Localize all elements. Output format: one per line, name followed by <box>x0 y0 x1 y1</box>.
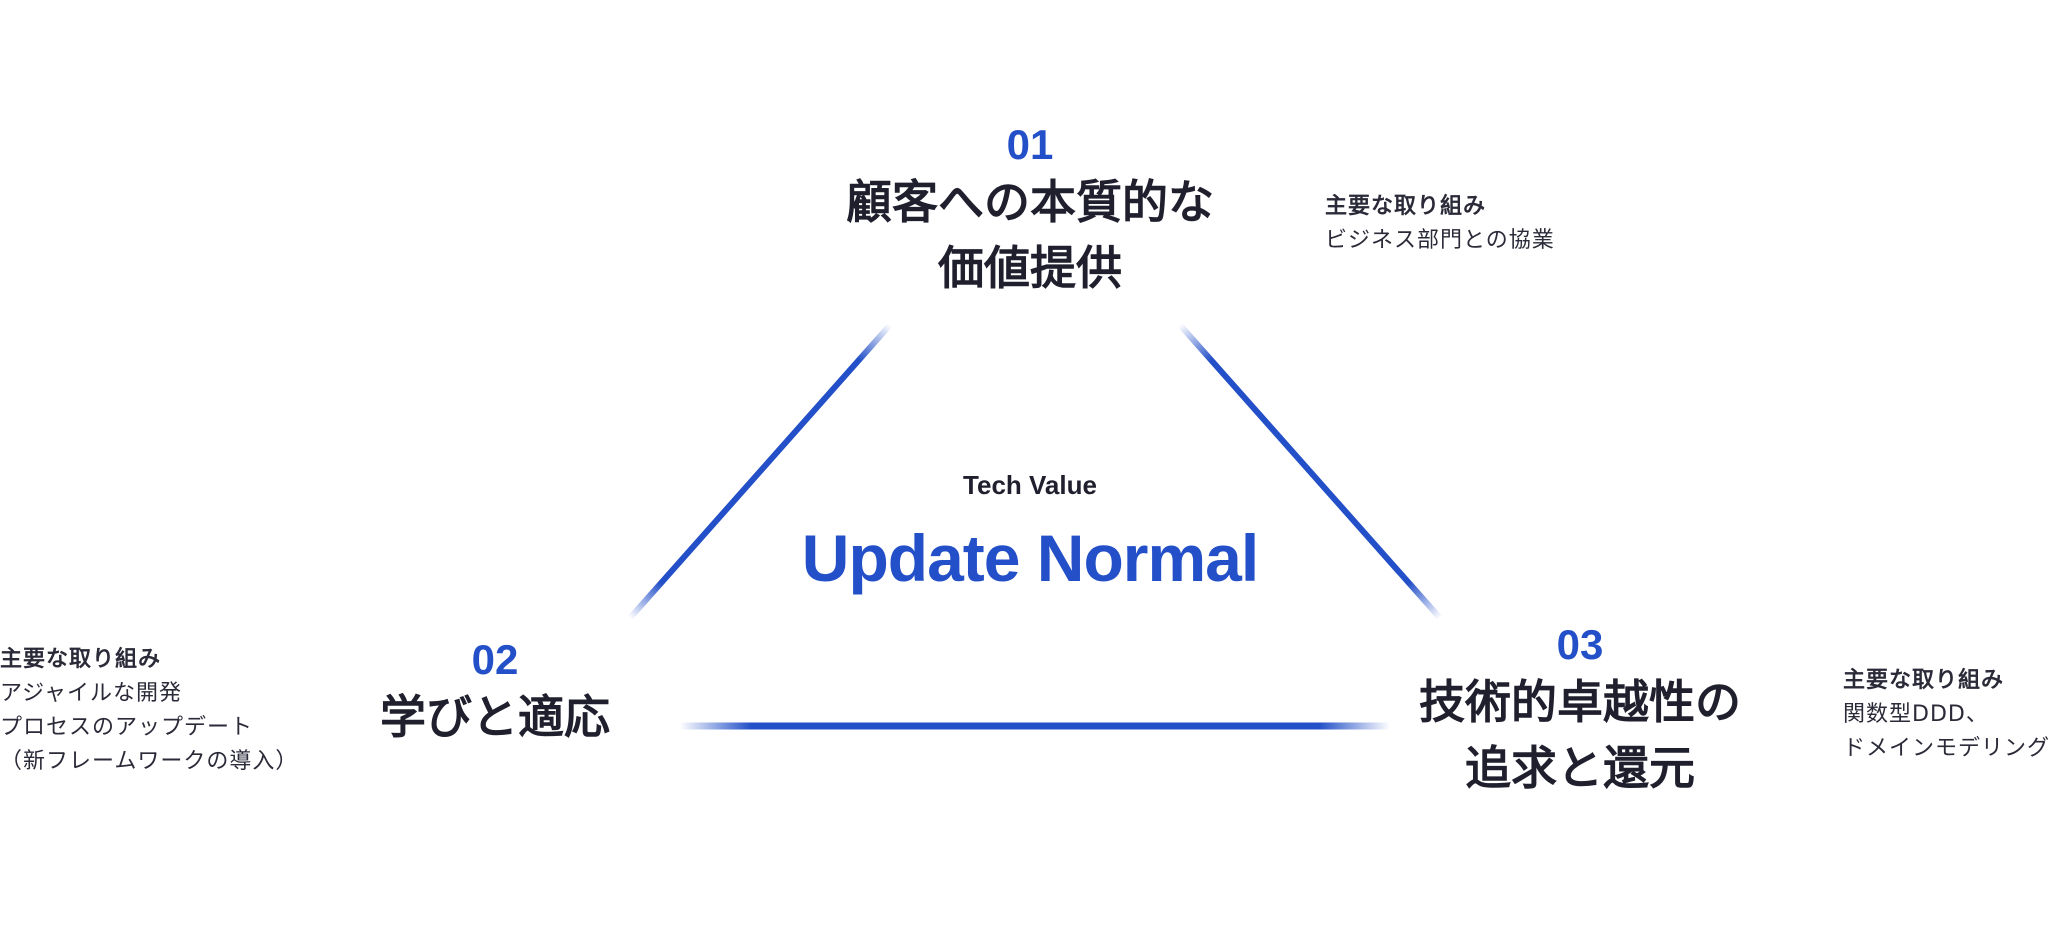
initiative-01: 主要な取り組み ビジネス部門との協業 <box>1325 190 1555 258</box>
center-title: Update Normal <box>801 521 1259 595</box>
initiative-line: （新フレームワークの導入） <box>0 749 299 774</box>
node-number: 01 <box>1006 121 1054 168</box>
connector-right <box>1177 322 1443 621</box>
initiative-line: 関数型DDD、 <box>1843 702 1989 727</box>
initiative-line: プロセスのアップデート <box>0 715 254 740</box>
node-title-line: 追求と還元 <box>1465 740 1695 795</box>
connector-left <box>627 322 893 621</box>
node-title-line: 技術的卓越性の <box>1419 675 1741 730</box>
initiative-line: アジャイルな開発 <box>0 681 183 706</box>
initiative-line: ビジネス部門との協業 <box>1325 228 1555 253</box>
initiative-heading: 主要な取り組み <box>1325 194 1487 219</box>
initiative-03: 主要な取り組み 関数型DDD、 ドメインモデリング <box>1843 664 2050 766</box>
node-02: 02 学びと適応 <box>355 635 635 751</box>
node-03: 03 技術的卓越性の 追求と還元 <box>1380 620 1780 801</box>
node-number: 03 <box>1556 621 1604 668</box>
node-title-line: 顧客への本質的な <box>846 175 1214 230</box>
node-01: 01 顧客への本質的な 価値提供 <box>820 120 1240 301</box>
node-title-line: 価値提供 <box>938 240 1122 295</box>
node-title-line: 学びと適応 <box>380 690 610 745</box>
initiative-line: ドメインモデリング <box>1843 736 2051 761</box>
initiative-heading: 主要な取り組み <box>1843 668 2005 693</box>
initiative-02: 主要な取り組み アジャイルな開発 プロセスのアップデート （新フレームワークの導… <box>0 643 298 779</box>
node-number: 02 <box>471 636 519 683</box>
initiative-heading: 主要な取り組み <box>0 647 162 672</box>
center-subtitle: Tech Value <box>963 470 1097 500</box>
